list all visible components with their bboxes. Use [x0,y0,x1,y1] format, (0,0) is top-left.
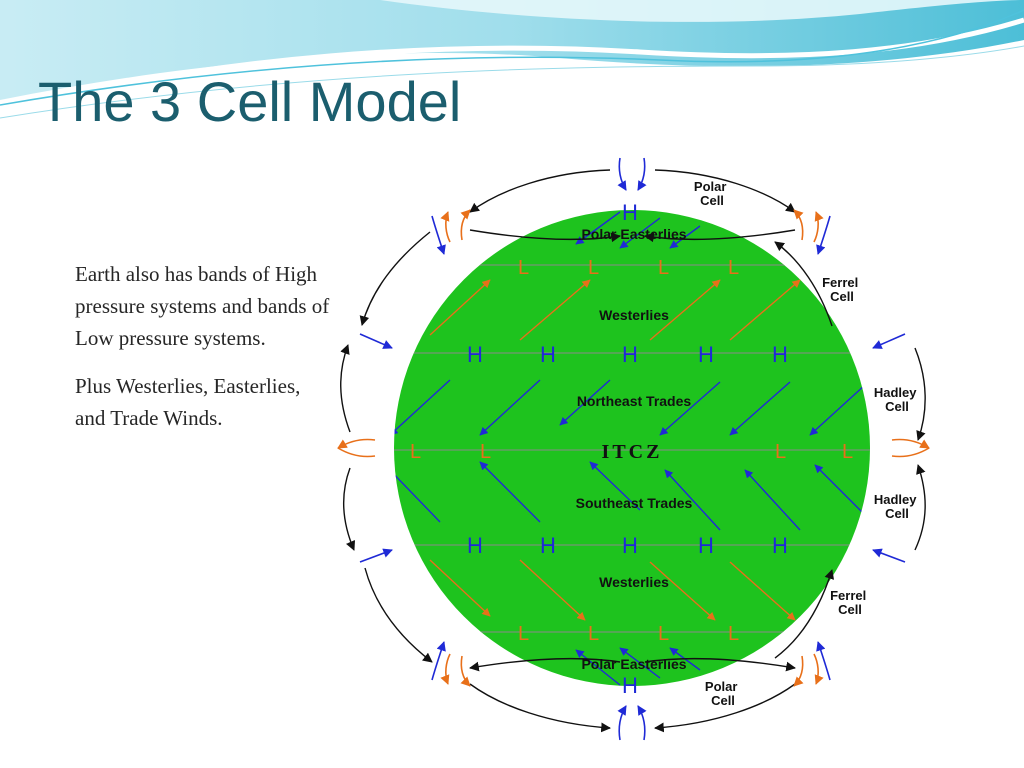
high-pressure-south-3: H [622,533,638,558]
low-pressure-south-4: L [728,623,739,645]
body-paragraph-pressure: Earth also has bands of High pressure sy… [75,262,330,350]
label-polar-easterlies-south: Polar Easterlies [581,656,686,672]
low-pressure-equator-4: L [842,441,853,463]
high-pressure-north-1: H [467,342,483,367]
high-pressure-south-2: H [540,533,556,558]
slide-title: The 3 Cell Model [38,70,462,133]
low-pressure-equator-3: L [775,441,786,463]
label-hadley-cell-south: Hadley Cell [874,492,920,521]
low-pressure-north-2: L [588,257,599,279]
label-westerlies-south: Westerlies [599,574,669,590]
high-pressure-markers: H H H H H H H H H H H H [467,200,788,698]
wind-band-labels: Polar Easterlies Westerlies Northeast Tr… [576,226,693,672]
high-pressure-south-1: H [467,533,483,558]
label-polar-cell-south: Polar Cell [705,679,741,708]
low-pressure-equator-2: L [480,441,491,463]
low-pressure-south-2: L [588,623,599,645]
header-wave-decoration [0,0,1024,119]
vertical-air-arrows [337,157,930,741]
high-pressure-pole-south: H [622,673,638,698]
high-pressure-north-5: H [772,342,788,367]
high-pressure-south-5: H [772,533,788,558]
high-pressure-south-4: H [698,533,714,558]
low-pressure-markers: L L L L L L L L L L L L [410,257,853,645]
three-cell-diagram: H H H H H H H H H H H H L L L L L L L L … [337,157,930,741]
high-pressure-north-4: H [698,342,714,367]
earth-globe [394,210,870,686]
label-northeast-trades: Northeast Trades [577,393,692,409]
low-pressure-north-4: L [728,257,739,279]
body-text: Earth also has bands of High pressure sy… [75,258,335,450]
label-polar-cell-north: Polar Cell [694,179,730,208]
low-pressure-south-3: L [658,623,669,645]
low-pressure-north-3: L [658,257,669,279]
high-pressure-north-2: H [540,342,556,367]
label-ferrel-cell-south: Ferrel Cell [830,588,870,617]
low-pressure-equator-1: L [410,441,421,463]
high-pressure-pole-north: H [622,200,638,225]
label-southeast-trades: Southeast Trades [576,495,693,511]
body-paragraph-winds: Plus Westerlies, Easterlies, and Trade W… [75,374,301,430]
label-westerlies-north: Westerlies [599,307,669,323]
cell-labels: Polar Cell Ferrel Cell Hadley Cell Hadle… [694,179,920,708]
label-ferrel-cell-north: Ferrel Cell [822,275,862,304]
circulation-cell-arrows [340,169,926,733]
label-polar-easterlies-north: Polar Easterlies [581,226,686,242]
label-hadley-cell-north: Hadley Cell [874,385,920,414]
label-itcz: ITCZ [602,441,663,463]
low-pressure-north-1: L [518,257,529,279]
high-pressure-north-3: H [622,342,638,367]
low-pressure-south-1: L [518,623,529,645]
